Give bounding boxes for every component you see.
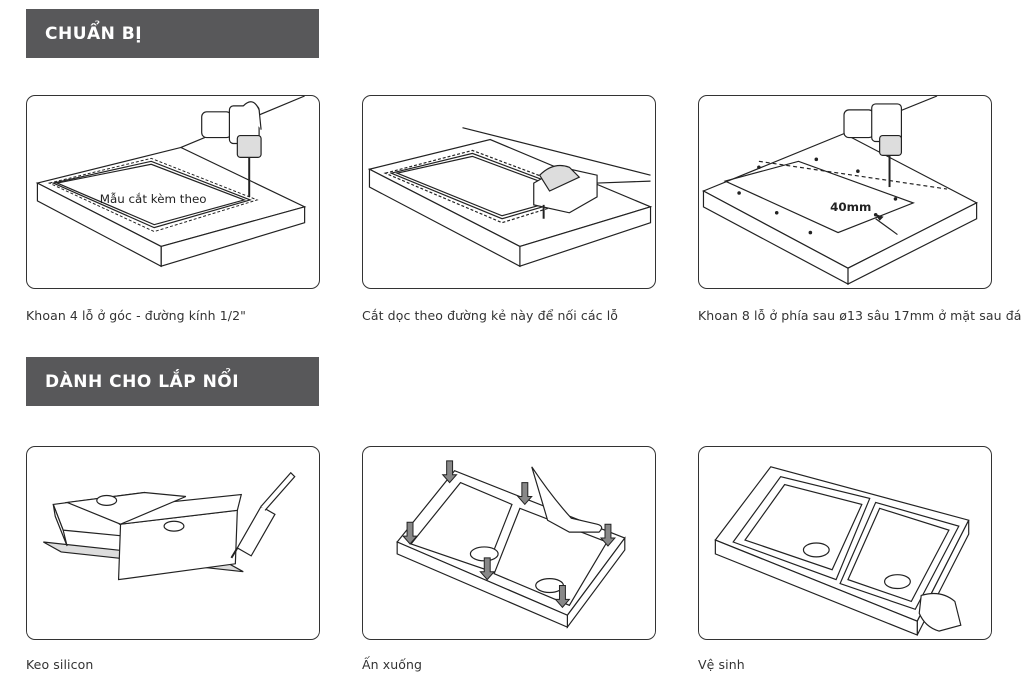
illustration-press-down <box>362 446 656 640</box>
drill-back-drawing: 40mm <box>702 96 978 286</box>
silicone-drawing <box>43 471 296 581</box>
caption-drill-corners: Khoan 4 lỗ ở góc - đường kính 1/2" <box>26 308 247 323</box>
caption-drill-back-holes: Khoan 8 lỗ ở phía sau ø13 sâu 17mm ở mặt… <box>698 308 1022 323</box>
cut-along-drawing <box>367 127 653 268</box>
drill-corners-drawing: Mẫu cắt kèm theo <box>35 96 307 268</box>
section-title-surface-mount: DÀNH CHO LẮP NỔI <box>26 357 319 406</box>
caption-press-down: Ấn xuống <box>362 657 423 672</box>
press-down-drawing <box>396 460 626 629</box>
press-arrow-icons <box>402 460 616 609</box>
dimension-label: 40mm <box>830 200 871 214</box>
illustration-drill-corners: Mẫu cắt kèm theo <box>26 95 320 289</box>
caption-silicone: Keo silicon <box>26 657 94 672</box>
illustration-cut-along-line <box>362 95 656 289</box>
illustration-clean <box>698 446 992 640</box>
drill-hole-marks <box>737 157 898 235</box>
template-label: Mẫu cắt kèm theo <box>100 192 207 206</box>
caption-cut-along-line: Cắt dọc theo đường kẻ này để nối các lỗ <box>362 308 619 323</box>
illustration-drill-back-holes: 40mm <box>698 95 992 289</box>
caption-clean: Vệ sinh <box>698 657 745 672</box>
illustration-silicone <box>26 446 320 640</box>
clean-drawing <box>714 466 970 636</box>
section-title-preparation: CHUẨN BỊ <box>26 9 319 58</box>
